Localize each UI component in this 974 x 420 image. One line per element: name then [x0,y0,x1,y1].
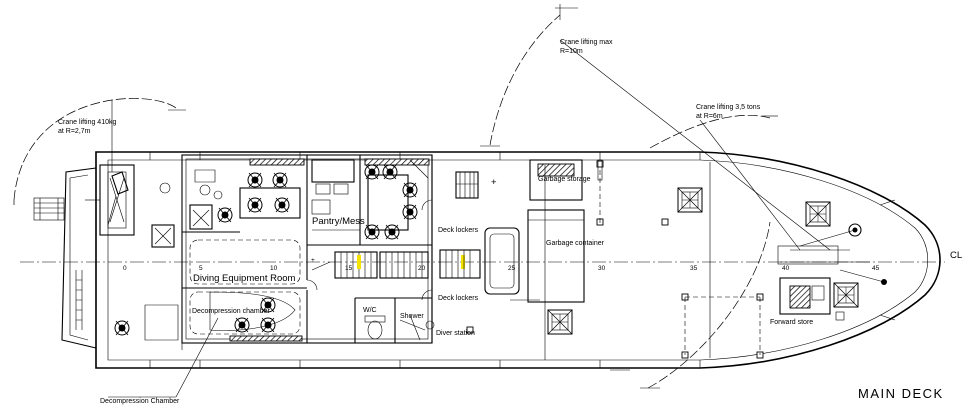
svg-text:+: + [491,177,497,188]
room-label-garbage-container: Garbage container [546,240,605,247]
frame-number: 25 [508,265,516,272]
frame-number: 15 [345,265,353,272]
room-label-deck-lockers-lower: Deck lockers [438,295,479,302]
room-label-pantry-mess: Pantry/Mess [312,216,365,227]
diving-room-equipment [189,169,301,333]
crane-bases [107,171,129,226]
room-label-forward-store: Forward store [770,319,813,326]
frame-number: 30 [598,265,606,272]
room-label-garbage-storage: Garbage storage [538,176,591,183]
centerline-label: CL [950,250,962,261]
crane-aft-label-1: Crane lifting 410kg [58,119,116,126]
crane-max-label-1: Crane lifting max [560,39,613,46]
room-label-wc: W/C [363,307,377,314]
decompression-leader [108,317,219,398]
decompression-chamber-callout: Decompression Chamber [100,398,180,405]
crane-aft-label-2: at R=2,7m [58,128,91,135]
stairs: + + [311,177,497,279]
room-label-diving-equipment: Diving Equipment Room [193,273,296,284]
crane-fwd-label-1: Crane lifting 3,5 tons [696,104,761,111]
crane-radius-arcs [13,4,831,389]
frame-number: 45 [872,265,880,272]
drawing-title: MAIN DECK [858,386,944,401]
hull-outline [33,151,941,369]
aft-deck-equipment [85,164,183,350]
middle-deck-equipment [455,159,859,371]
wc-shower-fixtures [364,314,435,341]
crane-fwd-label-2: at R=6m [696,113,723,120]
room-label-deck-lockers-upper: Deck lockers [438,227,479,234]
forward-deck-equipment [777,199,896,321]
frame-number: 5 [199,265,203,272]
frame-number: 10 [270,265,278,272]
labels: Crane lifting 410kg at R=2,7m Crane lift… [58,39,944,405]
svg-text:+: + [311,257,315,264]
room-label-shower: Shower [400,313,424,320]
room-label-diver-station: Diver station [436,330,475,337]
centerline: CL [20,250,962,263]
pantry-furniture [311,159,429,240]
crane-max-label-2: R=10m [560,48,583,55]
room-label-decompression-chamber: Decompression chamber [192,308,270,315]
frame-number: 40 [782,265,790,272]
frame-number: 35 [690,265,698,272]
frame-number: 0 [123,265,127,272]
frame-numbers: 0 5 10 15 20 25 30 35 40 45 [123,265,880,272]
